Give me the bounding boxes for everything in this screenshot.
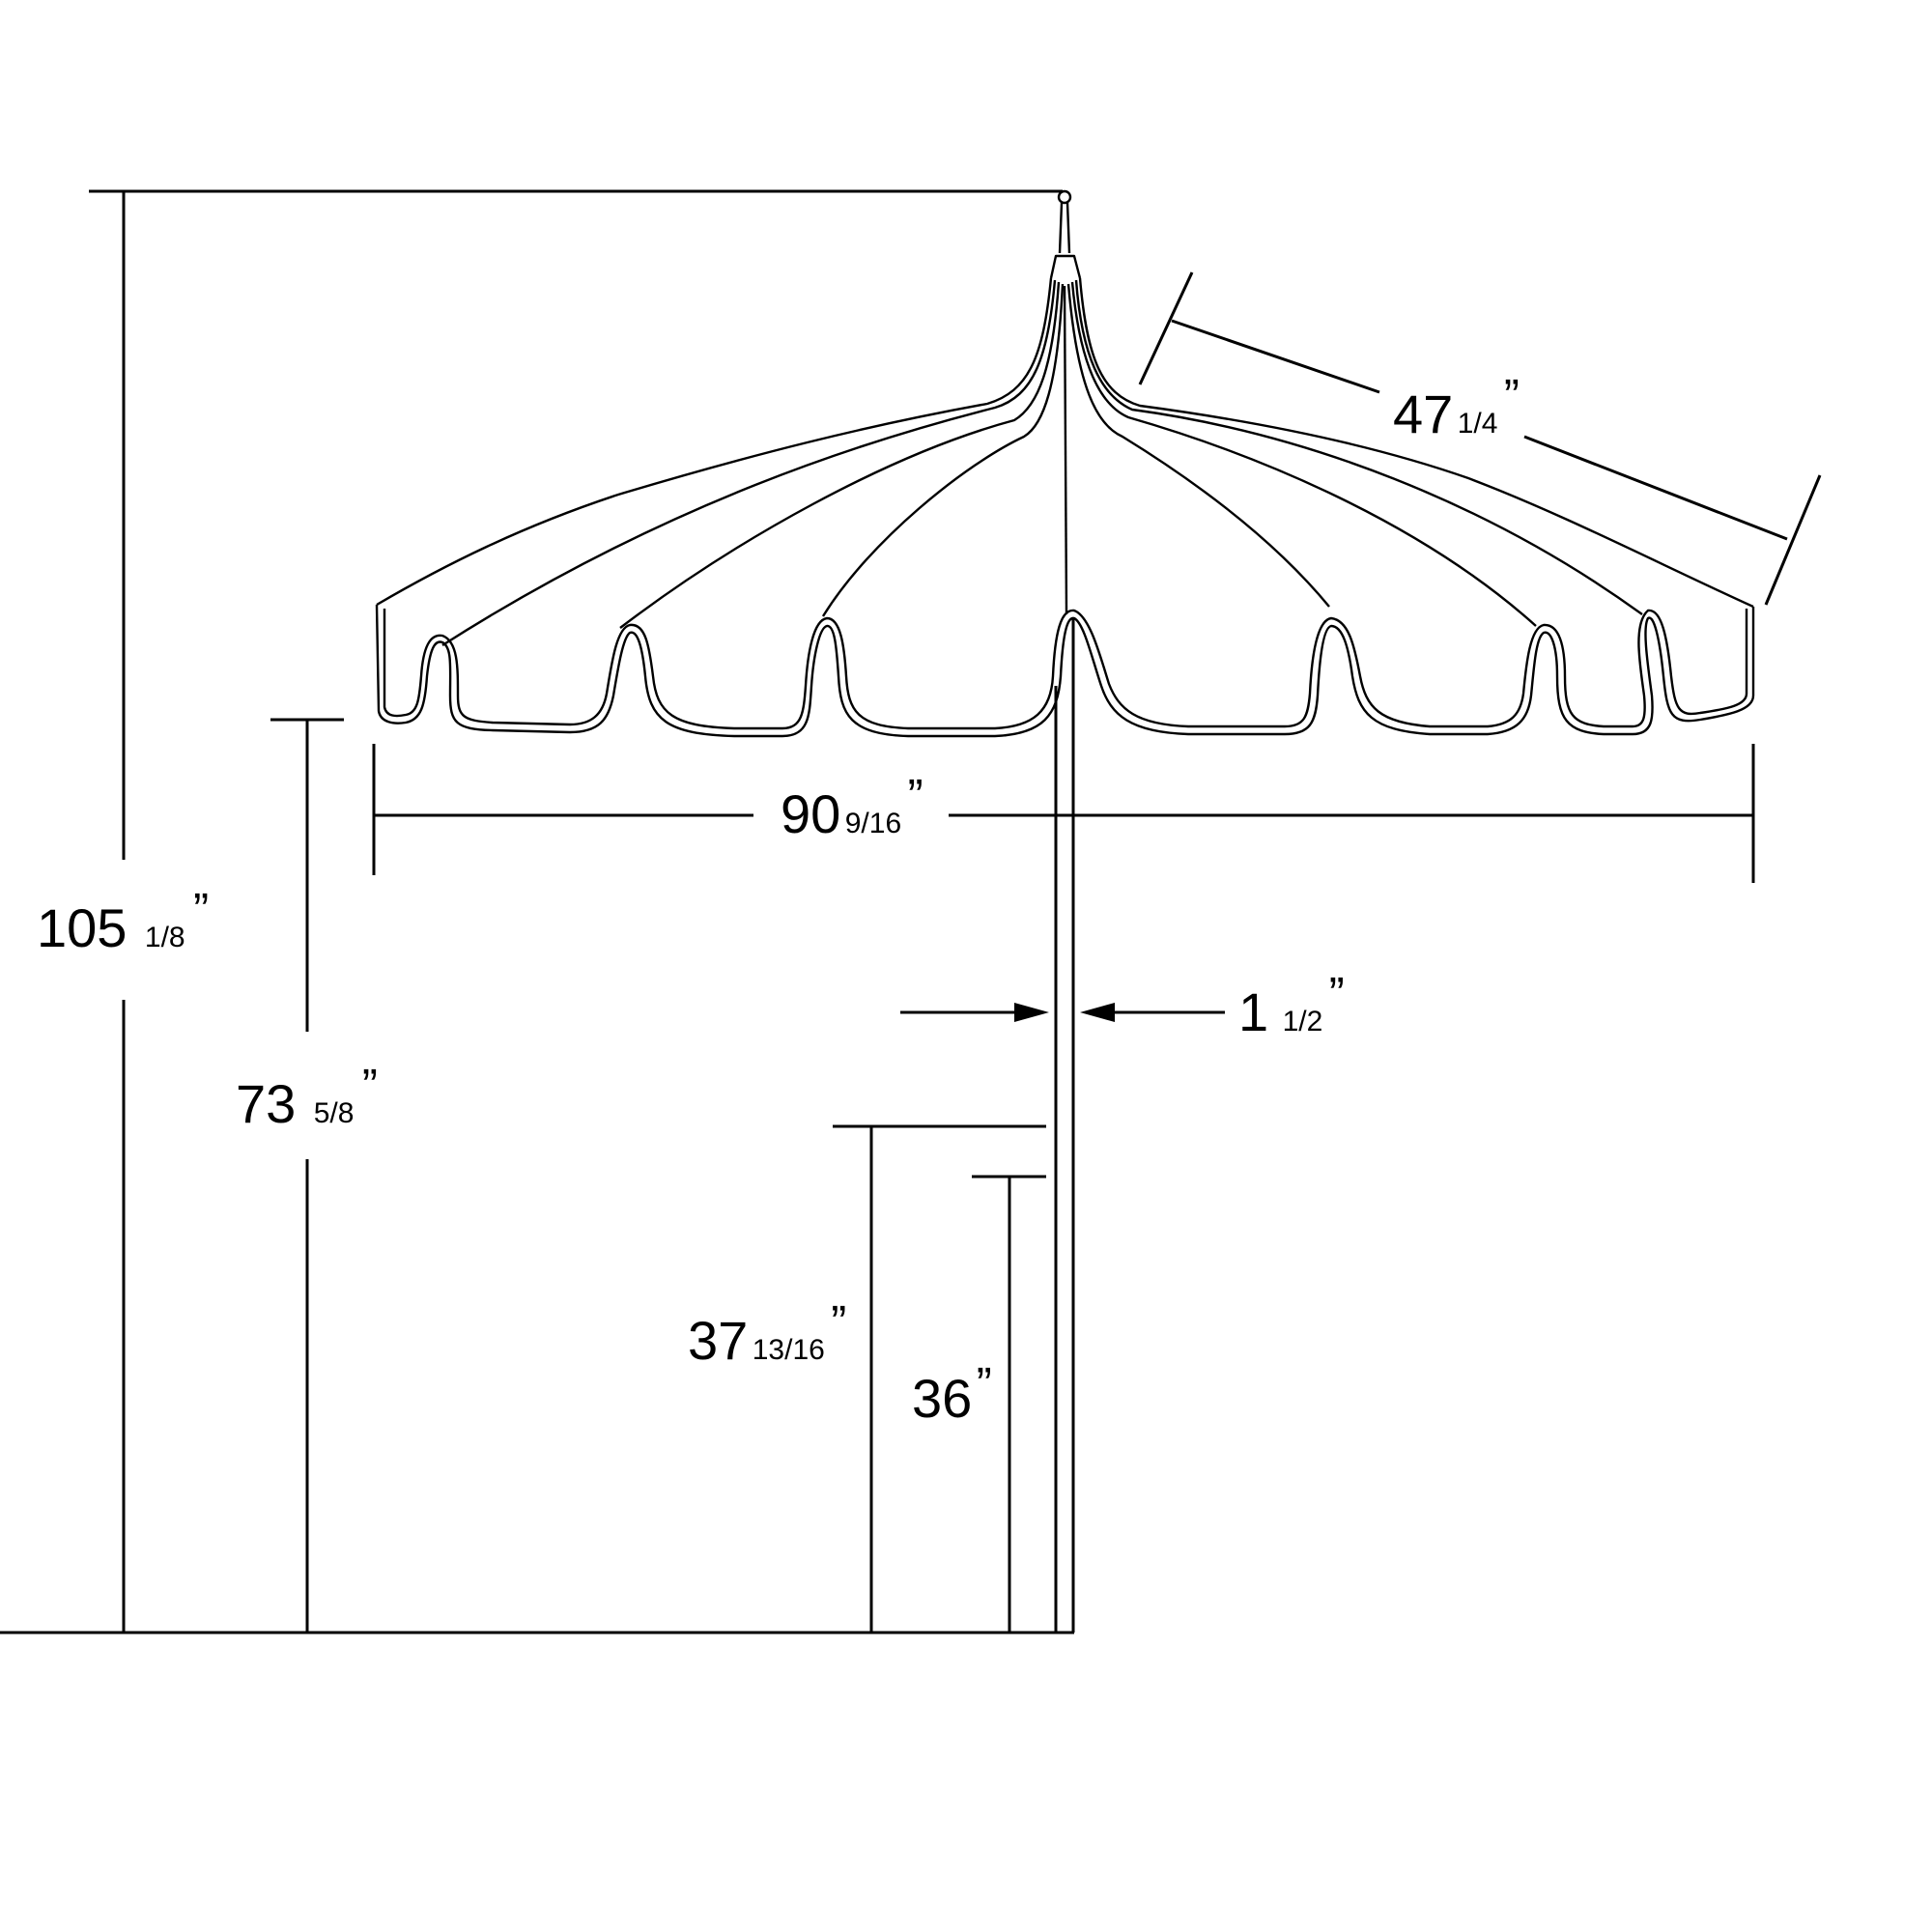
umbrella-pole xyxy=(1054,618,1075,1633)
svg-text:73 5/8 ”: 73 5/8 ” xyxy=(236,1061,378,1134)
svg-text:47 1/4 ”: 47 1/4 ” xyxy=(1393,371,1520,444)
canopy-bottom-height-dimension: 73 5/8 ” xyxy=(236,718,378,1633)
table-height-upper-fraction: 13/16 xyxy=(753,1334,825,1366)
rib-length-whole: 47 xyxy=(1393,384,1453,444)
rib-length-fraction: 1/4 xyxy=(1458,408,1498,440)
canopy-width-dimension: 90 9/16 ” xyxy=(372,744,1755,883)
pole-diameter-fraction: 1/2 xyxy=(1283,1006,1323,1037)
overall-height-whole: 105 xyxy=(37,897,127,958)
rib-length-dimension: 47 1/4 ” xyxy=(1138,271,1822,606)
table-height-lower-whole: 36 xyxy=(912,1368,972,1429)
table-height-lower-unit: ” xyxy=(977,1359,992,1410)
overall-height-fraction: 1/8 xyxy=(145,922,185,953)
svg-text:36 ”: 36 ” xyxy=(912,1359,992,1429)
overall-height-unit: ” xyxy=(193,885,209,936)
canopy-width-fraction: 9/16 xyxy=(845,808,901,839)
canopy-bottom-height-fraction: 5/8 xyxy=(314,1097,355,1129)
umbrella-finial xyxy=(1049,189,1082,279)
pole-diameter-unit: ” xyxy=(1329,969,1345,1020)
svg-text:90 9/16 ”: 90 9/16 ” xyxy=(781,771,923,844)
svg-text:1 1/2 ”: 1 1/2 ” xyxy=(1238,969,1345,1042)
pole-diameter-whole: 1 xyxy=(1238,981,1268,1042)
svg-text:105 1/8 ”: 105 1/8 ” xyxy=(37,885,209,958)
canopy-bottom-height-unit: ” xyxy=(362,1061,378,1112)
table-height-upper-unit: ” xyxy=(831,1297,846,1349)
rib-length-unit: ” xyxy=(1504,371,1520,422)
table-height-upper-dimension: 37 13/16 ” xyxy=(688,1124,1046,1633)
pole-diameter-dimension: 1 1/2 ” xyxy=(900,969,1345,1042)
svg-text:37 13/16 ”: 37 13/16 ” xyxy=(688,1297,846,1371)
canopy-width-unit: ” xyxy=(908,771,923,822)
canopy-width-whole: 90 xyxy=(781,783,840,844)
table-height-lower-dimension: 36 ” xyxy=(912,1175,1046,1633)
canopy-bottom-height-whole: 73 xyxy=(236,1073,296,1134)
table-height-upper-whole: 37 xyxy=(688,1310,748,1371)
umbrella-canopy xyxy=(375,277,1755,738)
overall-height-dimension: 105 1/8 ” xyxy=(37,189,1063,1633)
